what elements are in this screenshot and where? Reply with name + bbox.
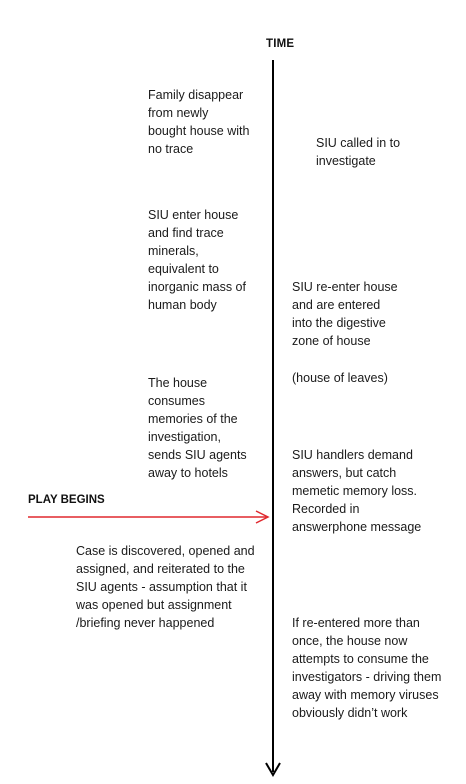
event-house-of-leaves: (house of leaves) [292,371,388,385]
event-case-discovered: Case is discovered, opened and assigned,… [76,544,255,630]
event-house-attempts-consume: If re-entered more than once, the house … [292,616,442,720]
event-siu-called-in: SIU called in to investigate [316,136,401,168]
event-handlers-demand-answers: SIU handlers demand answers, but catch m… [292,448,422,534]
time-axis-label: TIME [266,38,295,50]
event-family-disappear: Family disappear from newly bought house… [148,88,250,156]
play-begins-arrowhead [255,510,270,524]
event-siu-reenter-house: SIU re-enter house and are entered into … [292,280,398,348]
time-axis-arrowhead [265,762,281,777]
play-begins-label: PLAY BEGINS [28,494,105,506]
event-house-consumes-memories: The house consumes memories of the inves… [148,376,247,480]
event-siu-find-minerals: SIU enter house and find trace minerals,… [148,208,246,312]
